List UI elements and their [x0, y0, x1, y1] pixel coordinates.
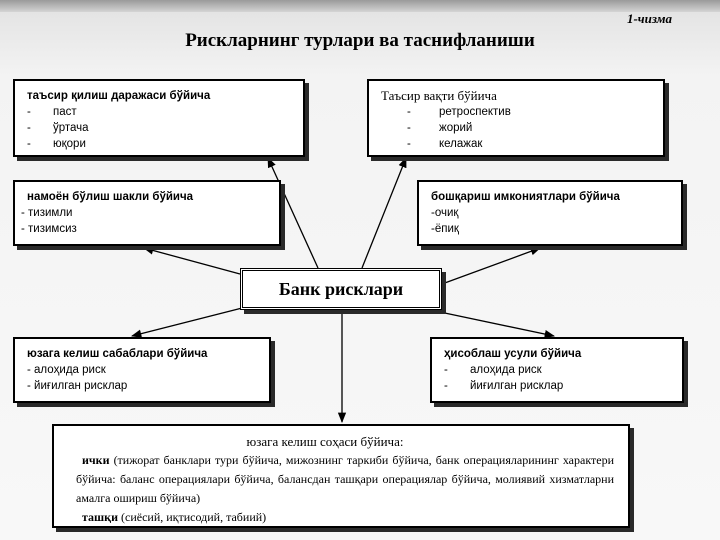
figure-number: 1-чизма	[626, 11, 672, 26]
sphere-internal-paragraph: ички (тижорат банклари тури бўйича, мижо…	[76, 451, 614, 508]
diagram-title: Рискларнинг турлари ва таснифланиши	[185, 30, 535, 51]
box-impact-level: таъсир қилиш даражаси бўйича -паст -ўрта…	[13, 79, 305, 157]
list-item: -юқори	[27, 138, 86, 150]
list-item: -алоҳида риск	[444, 364, 542, 376]
sphere-internal-label: ички	[82, 453, 110, 467]
box-impact-heading: таъсир қилиш даражаси бўйича	[27, 90, 211, 102]
sphere-external-label: ташқи	[82, 510, 118, 524]
list-item: -жорий	[407, 122, 473, 134]
list-item: -ёпиқ	[431, 223, 459, 235]
box-form-heading: намоён бўлиш шакли бўйича	[27, 191, 194, 203]
box-time-heading: Таъсир вақти бўйича	[381, 88, 497, 103]
list-item: - алоҳида риск	[27, 364, 106, 376]
box-control-heading: бошқариш имкониятлари бўйича	[431, 191, 620, 203]
box-calculation-method: ҳисоблаш усули бўйича -алоҳида риск -йиғ…	[430, 337, 684, 403]
list-item: - тизимсиз	[21, 223, 77, 235]
box-calc-heading: ҳисоблаш усули бўйича	[444, 348, 582, 360]
box-impact-time: Таъсир вақти бўйича -ретроспектив -жорий…	[367, 79, 665, 157]
box-manifestation-form: намоён бўлиш шакли бўйича - тизимли - ти…	[13, 180, 281, 246]
sphere-external-text: (сиёсий, иқтисодий, табиий)	[121, 510, 267, 524]
arrow-to-impact	[267, 157, 319, 269]
list-item: - тизимли	[21, 207, 73, 219]
box-occurrence-causes: юзага келиш сабаблари бўйича - алоҳида р…	[13, 337, 271, 403]
list-item: -паст	[27, 106, 77, 118]
arrow-to-control	[441, 247, 541, 285]
arrow-to-form	[142, 246, 241, 275]
arrow-to-time	[361, 157, 407, 269]
sphere-external-paragraph: ташқи (сиёсий, иқтисодий, табиий)	[76, 508, 614, 527]
list-item: -ўртача	[27, 122, 89, 134]
list-item: -очиқ	[431, 207, 459, 219]
box-causes-heading: юзага келиш сабаблари бўйича	[27, 348, 208, 360]
sphere-internal-text: (тижорат банклари тури бўйича, мижознинг…	[76, 453, 614, 505]
list-item: -ретроспектив	[407, 106, 511, 118]
list-item: -келажак	[407, 138, 483, 150]
box-occurrence-sphere: юзага келиш соҳаси бўйича: ички (тижорат…	[52, 424, 630, 528]
box-sphere-heading: юзага келиш соҳаси бўйича:	[246, 434, 404, 449]
center-node-bank-risks: Банк рисклари	[240, 268, 442, 310]
top-bar	[0, 0, 720, 12]
arrow-to-causes	[130, 305, 251, 338]
list-item: - йиғилган рисклар	[27, 380, 128, 392]
arrow-to-calc	[439, 311, 556, 339]
box-control-options: бошқариш имкониятлари бўйича -очиқ -ёпиқ	[417, 180, 683, 246]
list-item: -йиғилган рисклар	[444, 380, 564, 392]
